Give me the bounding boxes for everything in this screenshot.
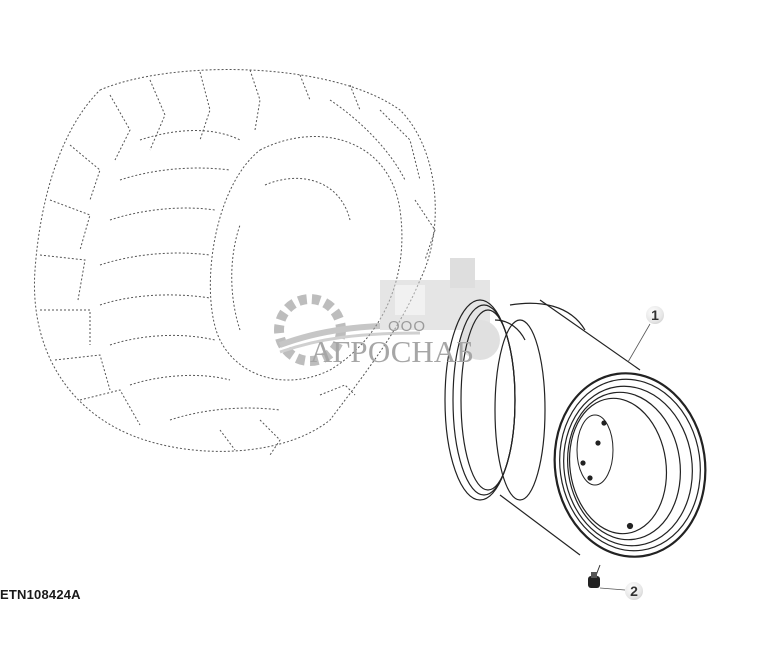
callout-2[interactable]: 2 — [625, 582, 643, 600]
tire-phantom — [33, 69, 436, 456]
watermark-prefix: ООО — [388, 318, 427, 335]
valve-stem — [588, 564, 601, 588]
watermark-logo — [274, 258, 500, 366]
leader-line-2 — [599, 587, 626, 591]
wheel-rim — [444, 299, 707, 558]
watermark-name: АГРОСНАБ — [310, 334, 474, 369]
callout-1[interactable]: 1 — [646, 306, 664, 324]
figure-id-label: ETN108424A — [0, 587, 81, 602]
leader-line-1 — [627, 323, 651, 363]
